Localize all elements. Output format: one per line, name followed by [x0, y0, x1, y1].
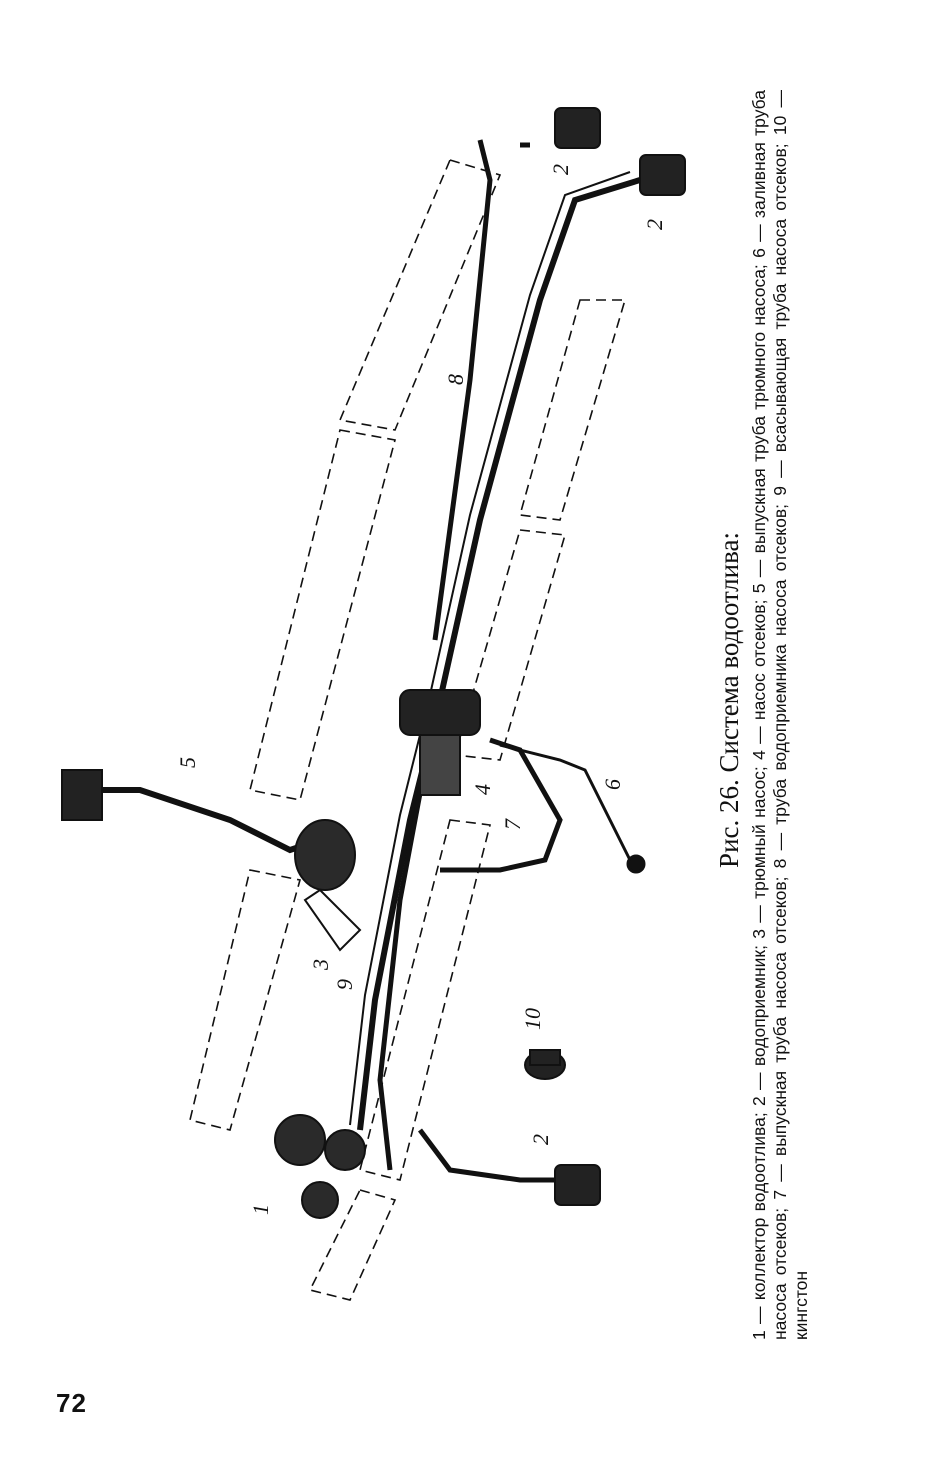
hull-channel-lower — [308, 299, 627, 1301]
intake-2-right — [639, 154, 686, 196]
figure-callouts: 1 2 2 2 3 4 5 6 7 8 9 10 — [175, 164, 667, 1215]
pipe-9 — [377, 739, 433, 1171]
page-number: 72 — [56, 1388, 87, 1418]
callout-7: 7 — [500, 818, 525, 830]
callout-1: 1 — [248, 1204, 273, 1215]
pipe-main — [349, 171, 641, 1131]
pump-4-block — [399, 689, 481, 796]
callout-6: 6 — [600, 779, 625, 790]
hull-channel-upper — [189, 159, 502, 1131]
callout-2-top: 2 — [548, 164, 573, 175]
kingston-10 — [524, 1049, 566, 1080]
collector-1 — [274, 1114, 366, 1219]
pump-3 — [294, 819, 362, 952]
intake-2-top — [554, 107, 601, 149]
callout-5: 5 — [175, 757, 200, 768]
pipe-2-lower — [418, 1128, 560, 1183]
callout-2-right: 2 — [642, 219, 667, 230]
outlet-5-flange — [61, 769, 103, 821]
callout-8: 8 — [443, 374, 468, 385]
pipe-8 — [432, 139, 530, 641]
intake-2-bottom — [554, 1164, 601, 1206]
callout-2-bottom: 2 — [528, 1134, 553, 1145]
callout-10: 10 — [520, 1008, 545, 1030]
pipe-5 — [100, 787, 321, 854]
callout-9: 9 — [332, 979, 357, 990]
callout-3: 3 — [308, 959, 333, 971]
callout-4: 4 — [470, 784, 495, 795]
pipe-6 — [499, 743, 646, 874]
